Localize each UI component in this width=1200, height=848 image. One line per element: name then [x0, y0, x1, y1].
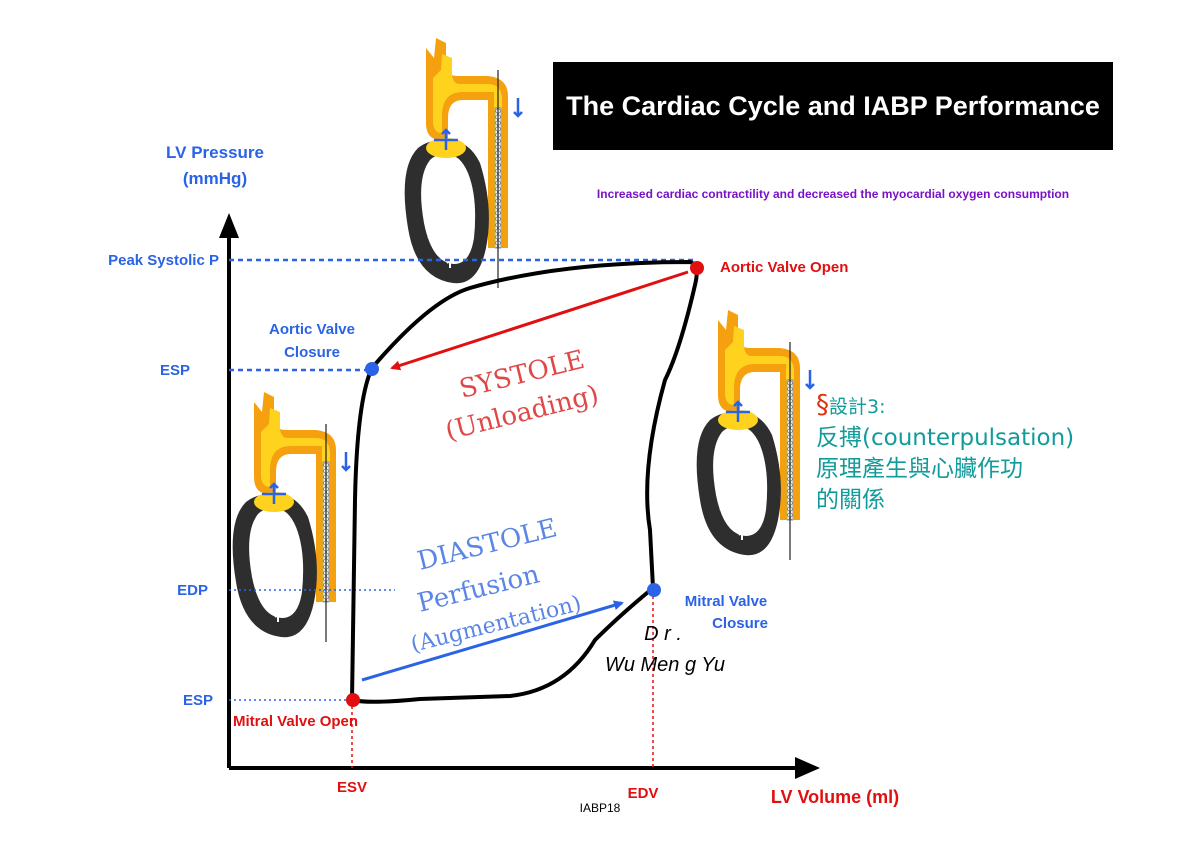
x-axis-label: LV Volume (ml): [771, 787, 899, 807]
point-aortic-valve-closure: [365, 362, 379, 376]
systole-arrow: [390, 270, 689, 371]
design-note: §設計3: 反搏(counterpulsation) 原理產生與心臟作功 的關係: [816, 390, 1074, 516]
page-title: The Cardiac Cycle and IABP Performance: [566, 90, 1100, 121]
point-aortic-valve-open: [690, 261, 704, 275]
y-tick-esp-lower: ESP: [183, 692, 213, 709]
diastole-label: DIASTOLE: [414, 513, 560, 577]
x-axis-arrow: [795, 757, 820, 779]
design-note-line3: 原理產生與心臟作功: [816, 456, 1023, 482]
design-note-line1: 設計3:: [829, 396, 886, 418]
heart-illustration-systole: [403, 36, 524, 290]
label-aortic-valve-closure-line1: Aortic Valve: [269, 321, 355, 338]
section-mark: §: [816, 390, 829, 420]
y-axis-label-line2: (mmHg): [183, 169, 247, 188]
label-mitral-valve-closure-line2: Closure: [712, 615, 768, 632]
x-tick-esv: ESV: [337, 779, 367, 796]
x-tick-edv: EDV: [628, 785, 659, 802]
design-note-line4: 的關係: [816, 487, 885, 513]
y-tick-esp-upper: ESP: [160, 362, 190, 379]
design-note-line2: 反搏(counterpulsation): [816, 425, 1075, 451]
label-mitral-valve-open: Mitral Valve Open: [233, 713, 358, 730]
footer-page-label: IABP18: [580, 801, 621, 815]
heart-illustration-closure: [695, 308, 816, 562]
label-aortic-valve-closure-line2: Closure: [284, 344, 340, 361]
y-axis-label-line1: LV Pressure: [166, 143, 264, 162]
label-aortic-valve-open: Aortic Valve Open: [720, 259, 848, 276]
heart-illustration-diastole: [231, 390, 352, 644]
label-mitral-valve-closure-line1: Mitral Valve: [685, 593, 768, 610]
y-tick-edp: EDP: [177, 582, 208, 599]
subtitle: Increased cardiac contractility and decr…: [596, 187, 1070, 201]
point-mitral-valve-open: [346, 693, 360, 707]
point-mitral-valve-closure: [647, 583, 661, 597]
author-line2: Wu Men g Yu: [605, 654, 725, 676]
diastole-arrow: [361, 600, 624, 682]
y-axis-arrow: [219, 213, 239, 238]
pv-loop-curve: [349, 259, 699, 704]
y-tick-peak-systolic: Peak Systolic P: [108, 252, 219, 269]
title-banner: The Cardiac Cycle and IABP Performance: [553, 62, 1113, 150]
author-line1: D r .: [644, 623, 682, 645]
